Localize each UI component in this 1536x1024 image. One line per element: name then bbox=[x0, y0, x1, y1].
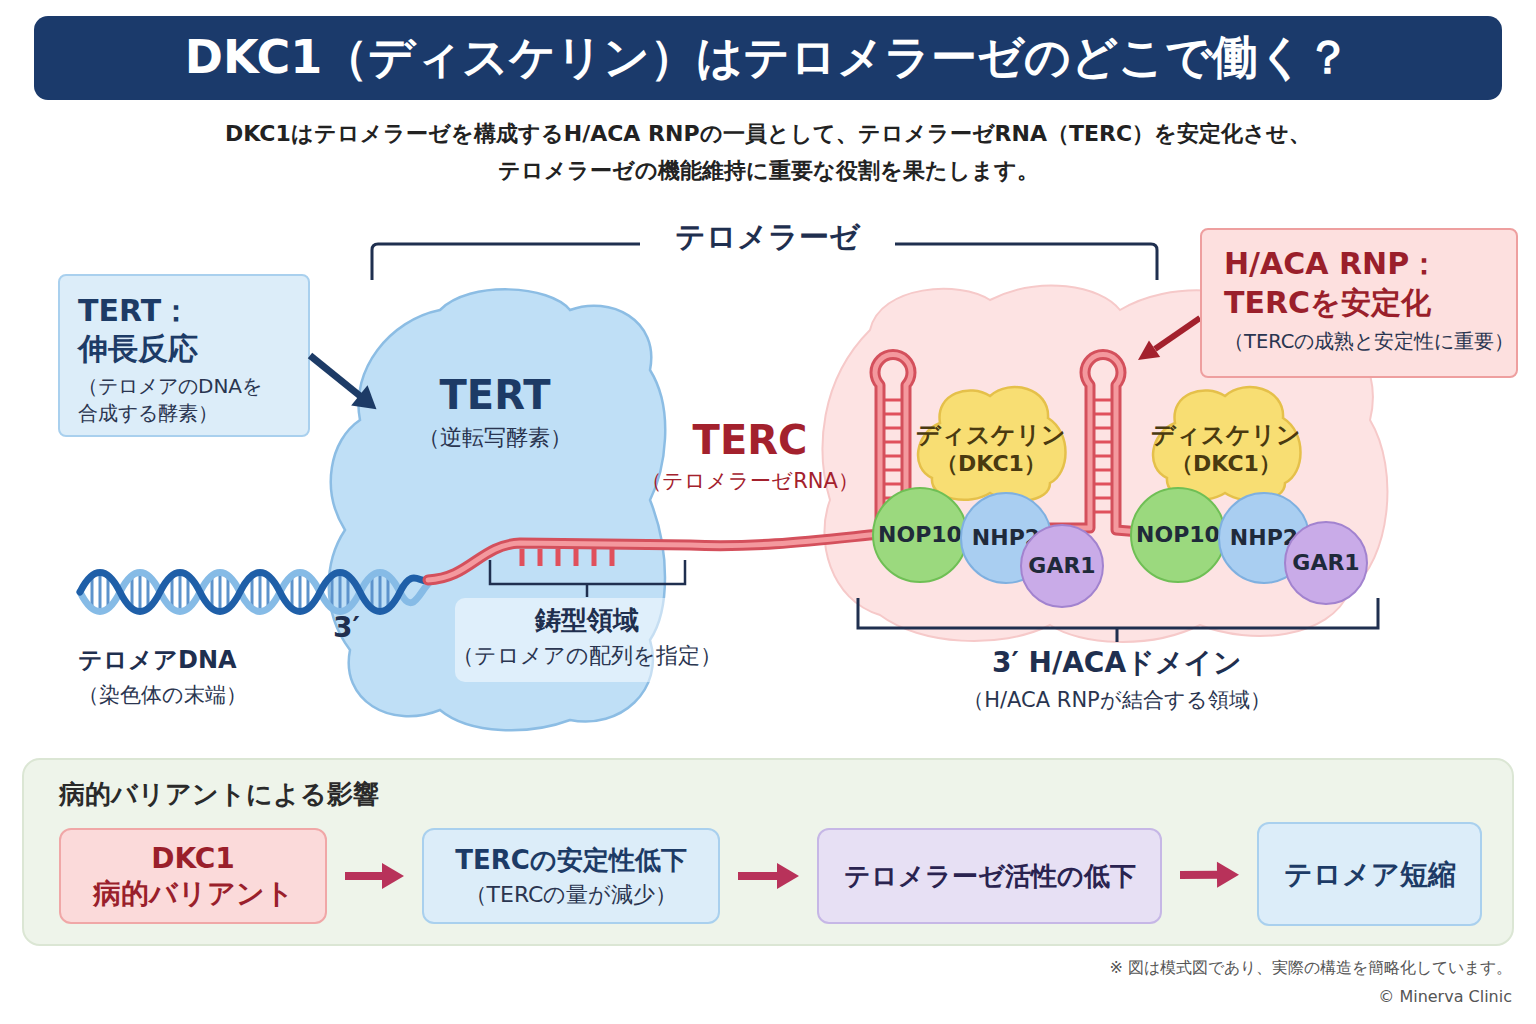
node-body: （逆転写酵素） bbox=[418, 424, 572, 452]
flow-arrow bbox=[345, 863, 404, 889]
node-heading: GAR1 bbox=[1028, 552, 1095, 580]
leader-line bbox=[1155, 318, 1200, 349]
node-heading: H/ACA RNP： TERCを安定化 bbox=[1224, 244, 1504, 322]
flow-arrow bbox=[1180, 862, 1239, 888]
protein-circle: GAR1 bbox=[1020, 524, 1104, 608]
arrow-head bbox=[777, 863, 799, 889]
protein-circle: NOP10 bbox=[1130, 487, 1226, 583]
molecule-label: TERC bbox=[650, 415, 850, 465]
subtitle-text: DKC1はテロメラーゼを構成するH/ACA RNPの一員として、テロメラーゼRN… bbox=[143, 115, 1393, 189]
title-text: DKC1（ディスケリン）はテロメラーゼのどこで働く？ bbox=[185, 30, 1352, 85]
process-box: テロメア短縮 bbox=[1257, 822, 1482, 926]
arrow-shaft bbox=[1180, 871, 1219, 879]
dna-sublabel: （染色体の末端） bbox=[78, 682, 338, 708]
region-label: 鋳型領域 bbox=[477, 604, 697, 637]
bracket-label: テロメラーゼ bbox=[657, 218, 877, 256]
protein-circle: NOP10 bbox=[872, 487, 968, 583]
leader-head bbox=[1138, 341, 1160, 361]
node-heading: DKC1 病的バリアント bbox=[73, 841, 313, 911]
node-heading: NOP10 bbox=[878, 521, 962, 549]
node-heading: NOP10 bbox=[1136, 521, 1220, 549]
region-sublabel: （テロメアの配列を指定） bbox=[437, 642, 737, 670]
node-body: （DKC1） bbox=[1171, 450, 1281, 478]
rnp-leader-arrow bbox=[1138, 318, 1200, 360]
node-heading: ディスケリン bbox=[916, 420, 1066, 450]
node-body: （TERCの量が減少） bbox=[465, 881, 678, 909]
node-heading: テロメア短縮 bbox=[1284, 857, 1456, 892]
domain-bracket bbox=[858, 598, 1378, 642]
molecule-sublabel: （テロメラーゼRNA） bbox=[620, 468, 880, 494]
flow-arrow bbox=[738, 863, 799, 889]
process-box: TERCの安定性低下 （TERCの量が減少） bbox=[422, 828, 720, 924]
node-heading: TERCの安定性低下 bbox=[455, 844, 687, 877]
node-heading: テロメラーゼ活性の低下 bbox=[844, 860, 1136, 893]
domain-label: 3′ H/ACAドメイン bbox=[937, 645, 1297, 680]
footnote-text: ※ 図は模式図であり、実際の構造を簡略化しています。 bbox=[880, 958, 1512, 978]
arrow-head bbox=[382, 863, 404, 889]
domain-sublabel: （H/ACA RNPが結合する領域） bbox=[917, 687, 1317, 713]
node-heading: ディスケリン bbox=[1151, 420, 1301, 450]
arrow-head bbox=[351, 385, 376, 409]
dna-label: テロメアDNA bbox=[78, 645, 338, 675]
protein-blob: ディスケリン（DKC1） bbox=[910, 378, 1072, 505]
arrow-shaft bbox=[738, 872, 779, 880]
copyright-text: © Minerva Clinic bbox=[1100, 987, 1512, 1007]
node-body: （テロメアのDNAを 合成する酵素） bbox=[78, 373, 290, 427]
title-bar: DKC1（ディスケリン）はテロメラーゼのどこで働く？ bbox=[34, 16, 1502, 100]
node-heading: 病的バリアントによる影響 bbox=[59, 778, 379, 811]
protein-blob: ディスケリン（DKC1） bbox=[1145, 378, 1307, 505]
flow-arrow bbox=[310, 356, 376, 410]
node-heading: GAR1 bbox=[1292, 549, 1359, 577]
process-box: DKC1 病的バリアント bbox=[59, 828, 327, 924]
process-box: テロメラーゼ活性の低下 bbox=[817, 828, 1162, 924]
node-heading: TERT bbox=[440, 370, 551, 420]
arrow-shaft bbox=[310, 356, 361, 397]
arrow-head bbox=[1217, 862, 1239, 888]
node-body: （TERCの成熟と安定性に重要） bbox=[1224, 330, 1514, 354]
arrow-shaft bbox=[345, 872, 384, 880]
node-body: （DKC1） bbox=[936, 450, 1046, 478]
effect-panel: 病的バリアントによる影響 DKC1 病的バリアント TERCの安定性低下 （TERCの… bbox=[22, 758, 1514, 946]
callout-box: H/ACA RNP： TERCを安定化 （TERCの成熟と安定性に重要） bbox=[1200, 228, 1518, 378]
node-heading: TERT： 伸長反応 bbox=[78, 292, 290, 367]
protein-circle: GAR1 bbox=[1284, 521, 1368, 605]
callout-box: TERT： 伸長反応 （テロメアのDNAを 合成する酵素） bbox=[58, 274, 310, 437]
end-label: 3′ bbox=[333, 610, 383, 645]
